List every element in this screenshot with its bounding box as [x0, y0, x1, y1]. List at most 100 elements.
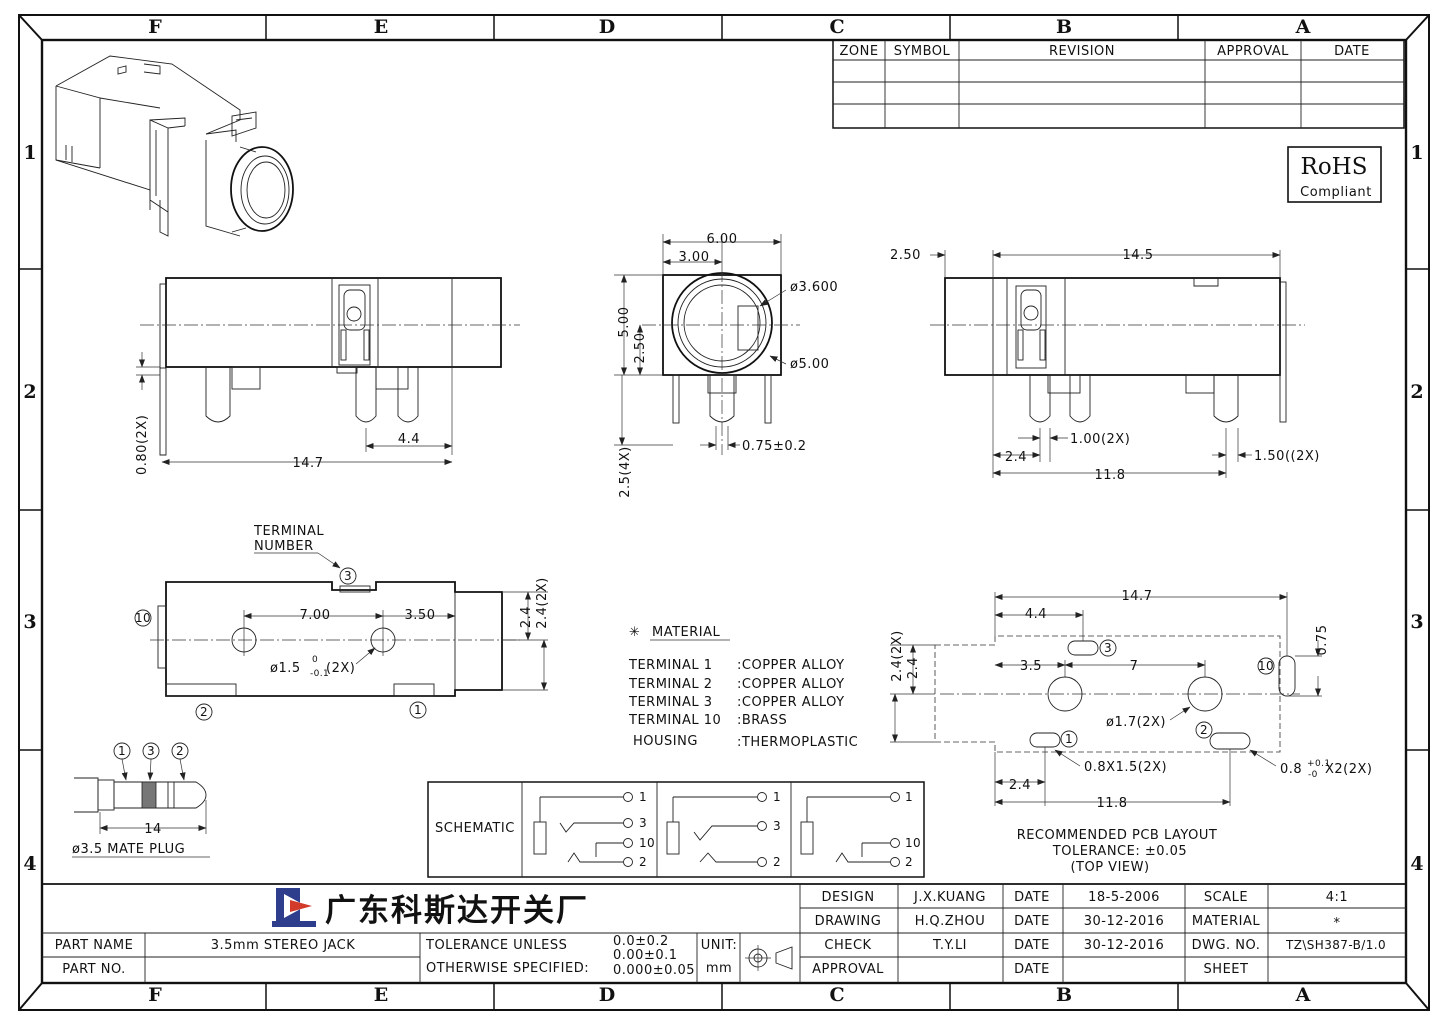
approval-date-label: DATE [1014, 962, 1050, 977]
dim-pcb-slot2-a: 0.8 [1280, 762, 1302, 777]
dim-plug-len: 14 [144, 822, 162, 837]
dim-pcb-h2: 2.4 [906, 657, 921, 679]
dim-front-width: 6.00 [707, 232, 738, 247]
check-label: CHECK [824, 938, 871, 953]
svg-text:10: 10 [135, 611, 151, 625]
plug-title: ø3.5 MATE PLUG [72, 842, 185, 857]
dim-left-pin-thk: 0.80(2X) [135, 415, 150, 475]
pcb-layout: 3 1 2 10 14.7 4.4 3.5 7 2.4(2X) 2.4 0.75… [890, 589, 1372, 875]
zone-row-3-left: 3 [23, 611, 36, 633]
zone-row-2-right: 2 [1410, 381, 1423, 403]
rev-header-symbol: SYMBOL [894, 44, 951, 59]
dim-bot-hole-qty: (2X) [326, 661, 355, 676]
zone-col-c-bottom: C [829, 984, 844, 1006]
schematic-label: SCHEMATIC [435, 821, 515, 836]
dim-bore-dia: ø5.00 [790, 357, 829, 372]
title-block: 广东科斯达开关厂 PART NAME 3.5mm STEREO JACK PAR… [42, 883, 1406, 983]
drawing-name: H.Q.ZHOU [915, 914, 985, 929]
rohs-title: RoHS [1301, 154, 1368, 180]
dim-bot-hole-tol-up: 0 [312, 655, 318, 665]
svg-text:1: 1 [414, 703, 422, 717]
material-asterisk: ✳ [629, 625, 640, 640]
isometric-view [55, 55, 294, 237]
zone-col-a-bottom: A [1295, 984, 1311, 1006]
zone-row-3-right: 3 [1410, 611, 1423, 633]
dwg-no-value: TZ\SH387-B/1.0 [1285, 938, 1386, 952]
schem3-pin-10: 10 [905, 836, 921, 850]
schem1-pin-10: 10 [639, 836, 655, 850]
dim-bot-h1: 2.4 [519, 606, 534, 628]
schem2-pin-3: 3 [773, 819, 781, 833]
dim-right-len: 14.5 [1123, 248, 1154, 263]
dim-front-half-height: 2.50 [633, 333, 648, 364]
side-view-left: 4.4 14.7 0.80(2X) [135, 277, 520, 475]
svg-text:2: 2 [200, 705, 208, 719]
svg-text:3: 3 [1104, 641, 1112, 655]
dim-pin-len: 2.5(4X) [618, 446, 633, 498]
check-date-label: DATE [1014, 938, 1050, 953]
dim-pcb-total: 14.7 [1122, 589, 1153, 604]
svg-text:3: 3 [344, 569, 352, 583]
zone-col-b-top: B [1056, 16, 1072, 38]
svg-text:10: 10 [1258, 659, 1274, 673]
dim-pcb-c: 7 [1130, 659, 1139, 674]
material-label: MATERIAL [1192, 914, 1261, 929]
svg-text:2: 2 [176, 744, 184, 758]
svg-text:1: 1 [118, 744, 126, 758]
material-row-1-value: :COPPER ALLOY [737, 658, 845, 673]
sheet-label: SHEET [1204, 962, 1249, 977]
dim-right-span: 11.8 [1095, 468, 1126, 483]
rev-header-approval: APPROVAL [1217, 44, 1289, 59]
material-row-2-name: TERMINAL 2 [628, 677, 713, 692]
dwg-no-label: DWG. NO. [1192, 938, 1261, 953]
dim-pcb-slot1: 0.8X1.5(2X) [1084, 760, 1167, 775]
material-row-4-name: TERMINAL 10 [628, 713, 721, 728]
bottom-view: 7.00 3.50 2.4 2.4(2X) ø1.5 0 -0.1 (2X) T… [134, 524, 550, 721]
svg-text:3: 3 [147, 744, 155, 758]
zone-row-4-left: 4 [23, 853, 36, 875]
dim-right-pin-a: 1.00(2X) [1070, 432, 1130, 447]
material-list: ✳ MATERIAL TERMINAL 1 :COPPER ALLOY TERM… [628, 625, 858, 750]
rev-header-date: DATE [1334, 44, 1370, 59]
mate-plug: 14 ø3.5 MATE PLUG 1 3 2 [72, 742, 210, 858]
material-row-4-value: :BRASS [737, 713, 787, 728]
material-row-1-name: TERMINAL 1 [628, 658, 713, 673]
dim-hole-dia: ø3.600 [790, 280, 838, 295]
projection-symbol-icon [745, 945, 793, 971]
dim-front-half-width: 3.00 [679, 250, 710, 265]
zone-row-4-right: 4 [1410, 853, 1423, 875]
dim-pcb-e: 11.8 [1097, 796, 1128, 811]
tolerance-value-1: 0.0±0.2 [613, 934, 669, 949]
dim-pcb-a: 4.4 [1025, 607, 1047, 622]
material-row-3-name: TERMINAL 3 [628, 695, 713, 710]
design-date: 18-5-2006 [1088, 890, 1160, 905]
side-view-right: 14.5 2.50 1.00(2X) 2.4 1.50((2X) 11.8 [890, 248, 1320, 483]
check-date: 30-12-2016 [1084, 938, 1165, 953]
revision-table: ZONE SYMBOL REVISION APPROVAL DATE [832, 39, 1405, 129]
dim-right-pin-b: 1.50((2X) [1254, 449, 1320, 464]
dim-bot-a: 7.00 [300, 608, 331, 623]
zone-col-a-top: A [1295, 16, 1311, 38]
zone-col-c-top: C [829, 16, 844, 38]
schem2-pin-2: 2 [773, 855, 781, 869]
schem1-pin-3: 3 [639, 816, 647, 830]
approval-label: APPROVAL [812, 962, 884, 977]
scale-label: SCALE [1204, 890, 1248, 905]
material-row-5-value: :THERMOPLASTIC [737, 735, 858, 750]
schem3-pin-2: 2 [905, 855, 913, 869]
part-no-label: PART NO. [62, 962, 126, 977]
zone-col-b-bottom: B [1056, 984, 1072, 1006]
terminal-number-label-1: TERMINAL [253, 524, 324, 539]
tolerance-line-1: TOLERANCE UNLESS [425, 938, 567, 953]
zone-col-f-top: F [148, 16, 162, 38]
zone-col-e-top: E [374, 16, 388, 38]
zone-col-e-bottom: E [374, 984, 388, 1006]
terminal-number-label-2: NUMBER [254, 539, 314, 554]
dim-pcb-slot2-tol-up: +0.1 [1307, 759, 1330, 769]
svg-text:2: 2 [1200, 723, 1208, 737]
schem1-pin-2: 2 [639, 855, 647, 869]
material-value: * [1334, 916, 1341, 931]
dim-bot-b: 3.50 [405, 608, 436, 623]
scale-value: 4:1 [1326, 890, 1348, 905]
dim-pcb-side: 0.75 [1315, 625, 1330, 656]
